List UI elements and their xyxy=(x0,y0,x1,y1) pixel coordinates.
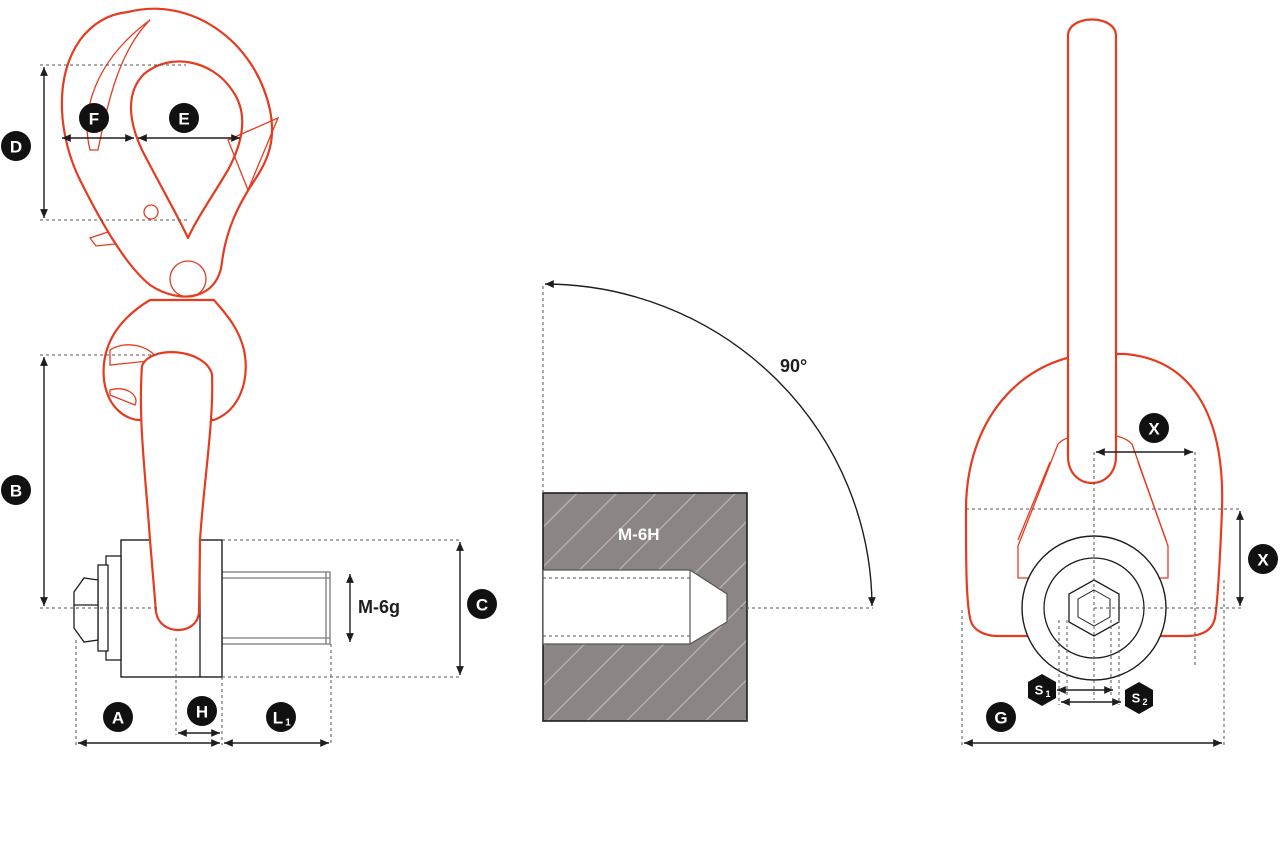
svg-text:B: B xyxy=(10,482,22,501)
angle-arc xyxy=(544,280,876,607)
svg-text:S: S xyxy=(1132,691,1141,706)
bolt-thread xyxy=(221,571,331,645)
dimension-f-badge: F xyxy=(79,103,109,133)
svg-text:G: G xyxy=(994,709,1007,728)
dimension-c-badge: C xyxy=(467,589,497,619)
svg-text:A: A xyxy=(112,709,124,728)
dimension-e-badge: E xyxy=(169,103,199,133)
svg-text:S: S xyxy=(1035,683,1044,698)
dimension-x-right-badge: X xyxy=(1248,544,1278,574)
bolt-thread-label: M-6g xyxy=(358,597,400,617)
dimension-s1-badge: S 1 xyxy=(1028,674,1056,706)
svg-text:C: C xyxy=(476,596,488,615)
side-view: D F E B C A H L 1 M-6g xyxy=(1,7,497,747)
svg-text:E: E xyxy=(178,110,189,129)
tapped-hole xyxy=(542,569,728,645)
dimension-g-badge: G xyxy=(986,702,1016,732)
svg-text:L: L xyxy=(273,709,283,728)
dimension-d-badge: D xyxy=(1,131,31,161)
svg-text:X: X xyxy=(1257,551,1269,570)
hole-thread-label: M-6H xyxy=(618,525,660,544)
svg-text:1: 1 xyxy=(285,718,291,729)
svg-text:2: 2 xyxy=(1142,697,1147,707)
dimension-h-badge: H xyxy=(187,696,217,726)
dimension-x-top-badge: X xyxy=(1139,413,1169,443)
svg-text:X: X xyxy=(1148,420,1160,439)
dimension-s2-badge: S 2 xyxy=(1125,682,1153,714)
dimension-l1-badge: L 1 xyxy=(266,702,296,732)
svg-text:H: H xyxy=(196,703,208,722)
svg-text:1: 1 xyxy=(1045,689,1050,699)
svg-text:D: D xyxy=(10,138,22,157)
dimension-a-badge: A xyxy=(103,702,133,732)
hook xyxy=(60,7,280,632)
svg-text:F: F xyxy=(89,110,99,129)
lifting-bail xyxy=(1066,18,1118,484)
hole-view: 90° M-6H xyxy=(542,280,876,722)
front-view: X X G S 1 S 2 xyxy=(961,18,1278,747)
dimension-b-badge: B xyxy=(1,475,31,505)
angle-label: 90° xyxy=(780,356,807,376)
